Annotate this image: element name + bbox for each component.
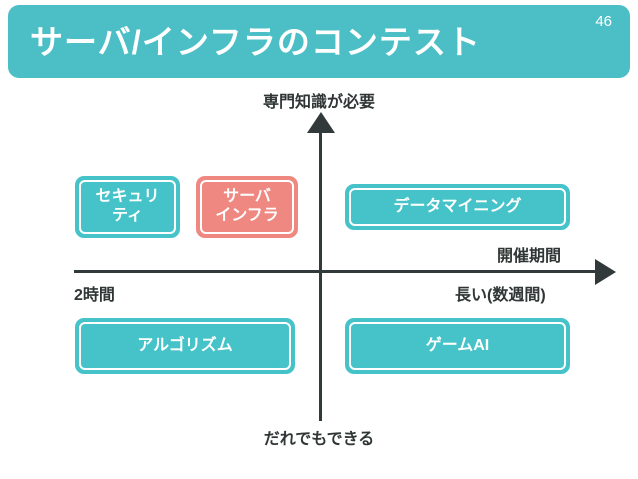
topic-box-security: セキュリ ティ [75,176,180,238]
topic-label: アルゴリズム [137,336,233,354]
horizontal-axis-name: 開催期間 [497,248,562,265]
vertical-axis-bottom-label: だれでもできる [263,431,375,448]
horizontal-axis-left-label: 2時間 [74,287,115,304]
horizontal-axis-line [74,270,599,273]
vertical-axis-arrow-icon [307,112,335,133]
page-number: 46 [595,13,612,30]
topic-box-data-mining: データマイニング [345,184,570,230]
horizontal-axis-right-label: 長い(数週間) [455,287,546,304]
topic-label: ゲームAI [425,336,490,354]
topic-box-algorithm: アルゴリズム [75,318,295,374]
topic-box-server-infra: サーバ インフラ [196,176,298,238]
topic-label: サーバ インフラ [215,188,279,224]
title-banner: サーバ/インフラのコンテスト 46 [8,5,630,78]
topic-box-game-ai: ゲームAI [345,318,570,374]
vertical-axis-line [319,130,322,421]
topic-label: セキュリ ティ [95,188,160,224]
page-title: サーバ/インフラのコンテスト [30,23,481,60]
topic-label: データマイニング [393,197,522,215]
horizontal-axis-arrow-icon [595,259,616,285]
vertical-axis-top-label: 専門知識が必要 [262,94,375,111]
